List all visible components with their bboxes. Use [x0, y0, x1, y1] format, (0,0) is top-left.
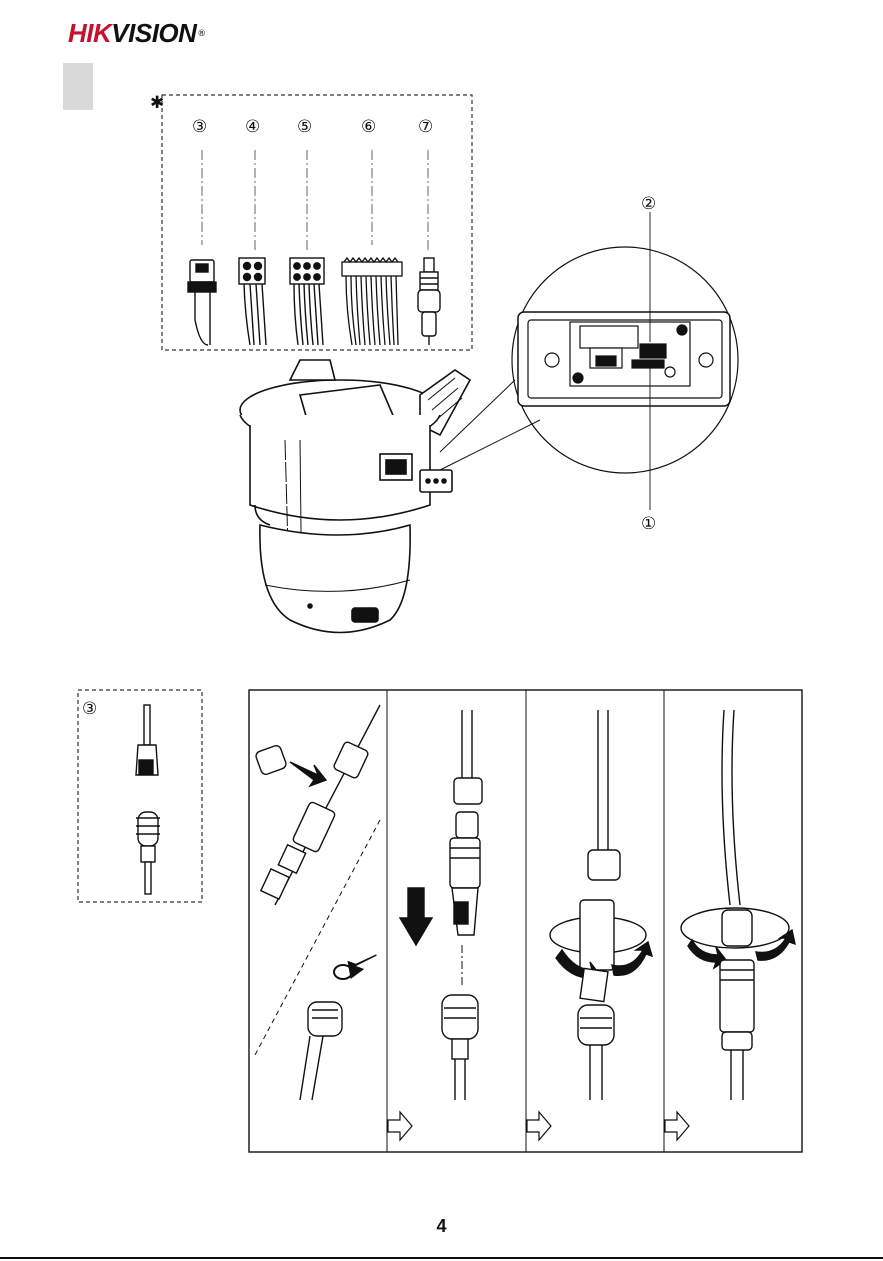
footer-rule	[0, 1257, 883, 1259]
camera-illustration	[240, 360, 470, 633]
step-1-illustration	[255, 705, 380, 1100]
callout-3: ③	[192, 117, 207, 137]
callout-4: ④	[245, 117, 260, 137]
step-3-illustration	[550, 710, 652, 1100]
six-pin-cable-icon	[290, 258, 324, 345]
kit-callout-3: ③	[82, 699, 97, 719]
network-cable-icon	[188, 260, 216, 345]
four-pin-cable-icon	[239, 258, 266, 345]
installation-steps	[249, 690, 802, 1152]
multi-wire-cable-icon	[342, 258, 402, 345]
callout-7: ⑦	[418, 117, 433, 137]
video-cable-icon	[418, 258, 440, 345]
step-4-illustration	[681, 710, 795, 1100]
callout-2: ②	[641, 194, 656, 214]
optional-mark: ✱	[150, 93, 164, 113]
callout-6: ⑥	[361, 117, 376, 137]
optional-cables-box: ✱ ③ ④ ⑤ ⑥ ⑦	[150, 93, 472, 350]
step-2-illustration	[400, 710, 482, 1100]
waterproof-kit-box: ③	[78, 690, 202, 902]
page-number: 4	[0, 1216, 883, 1237]
callout-1: ①	[641, 514, 656, 534]
callout-5: ⑤	[297, 117, 312, 137]
detail-magnifier	[440, 247, 738, 473]
